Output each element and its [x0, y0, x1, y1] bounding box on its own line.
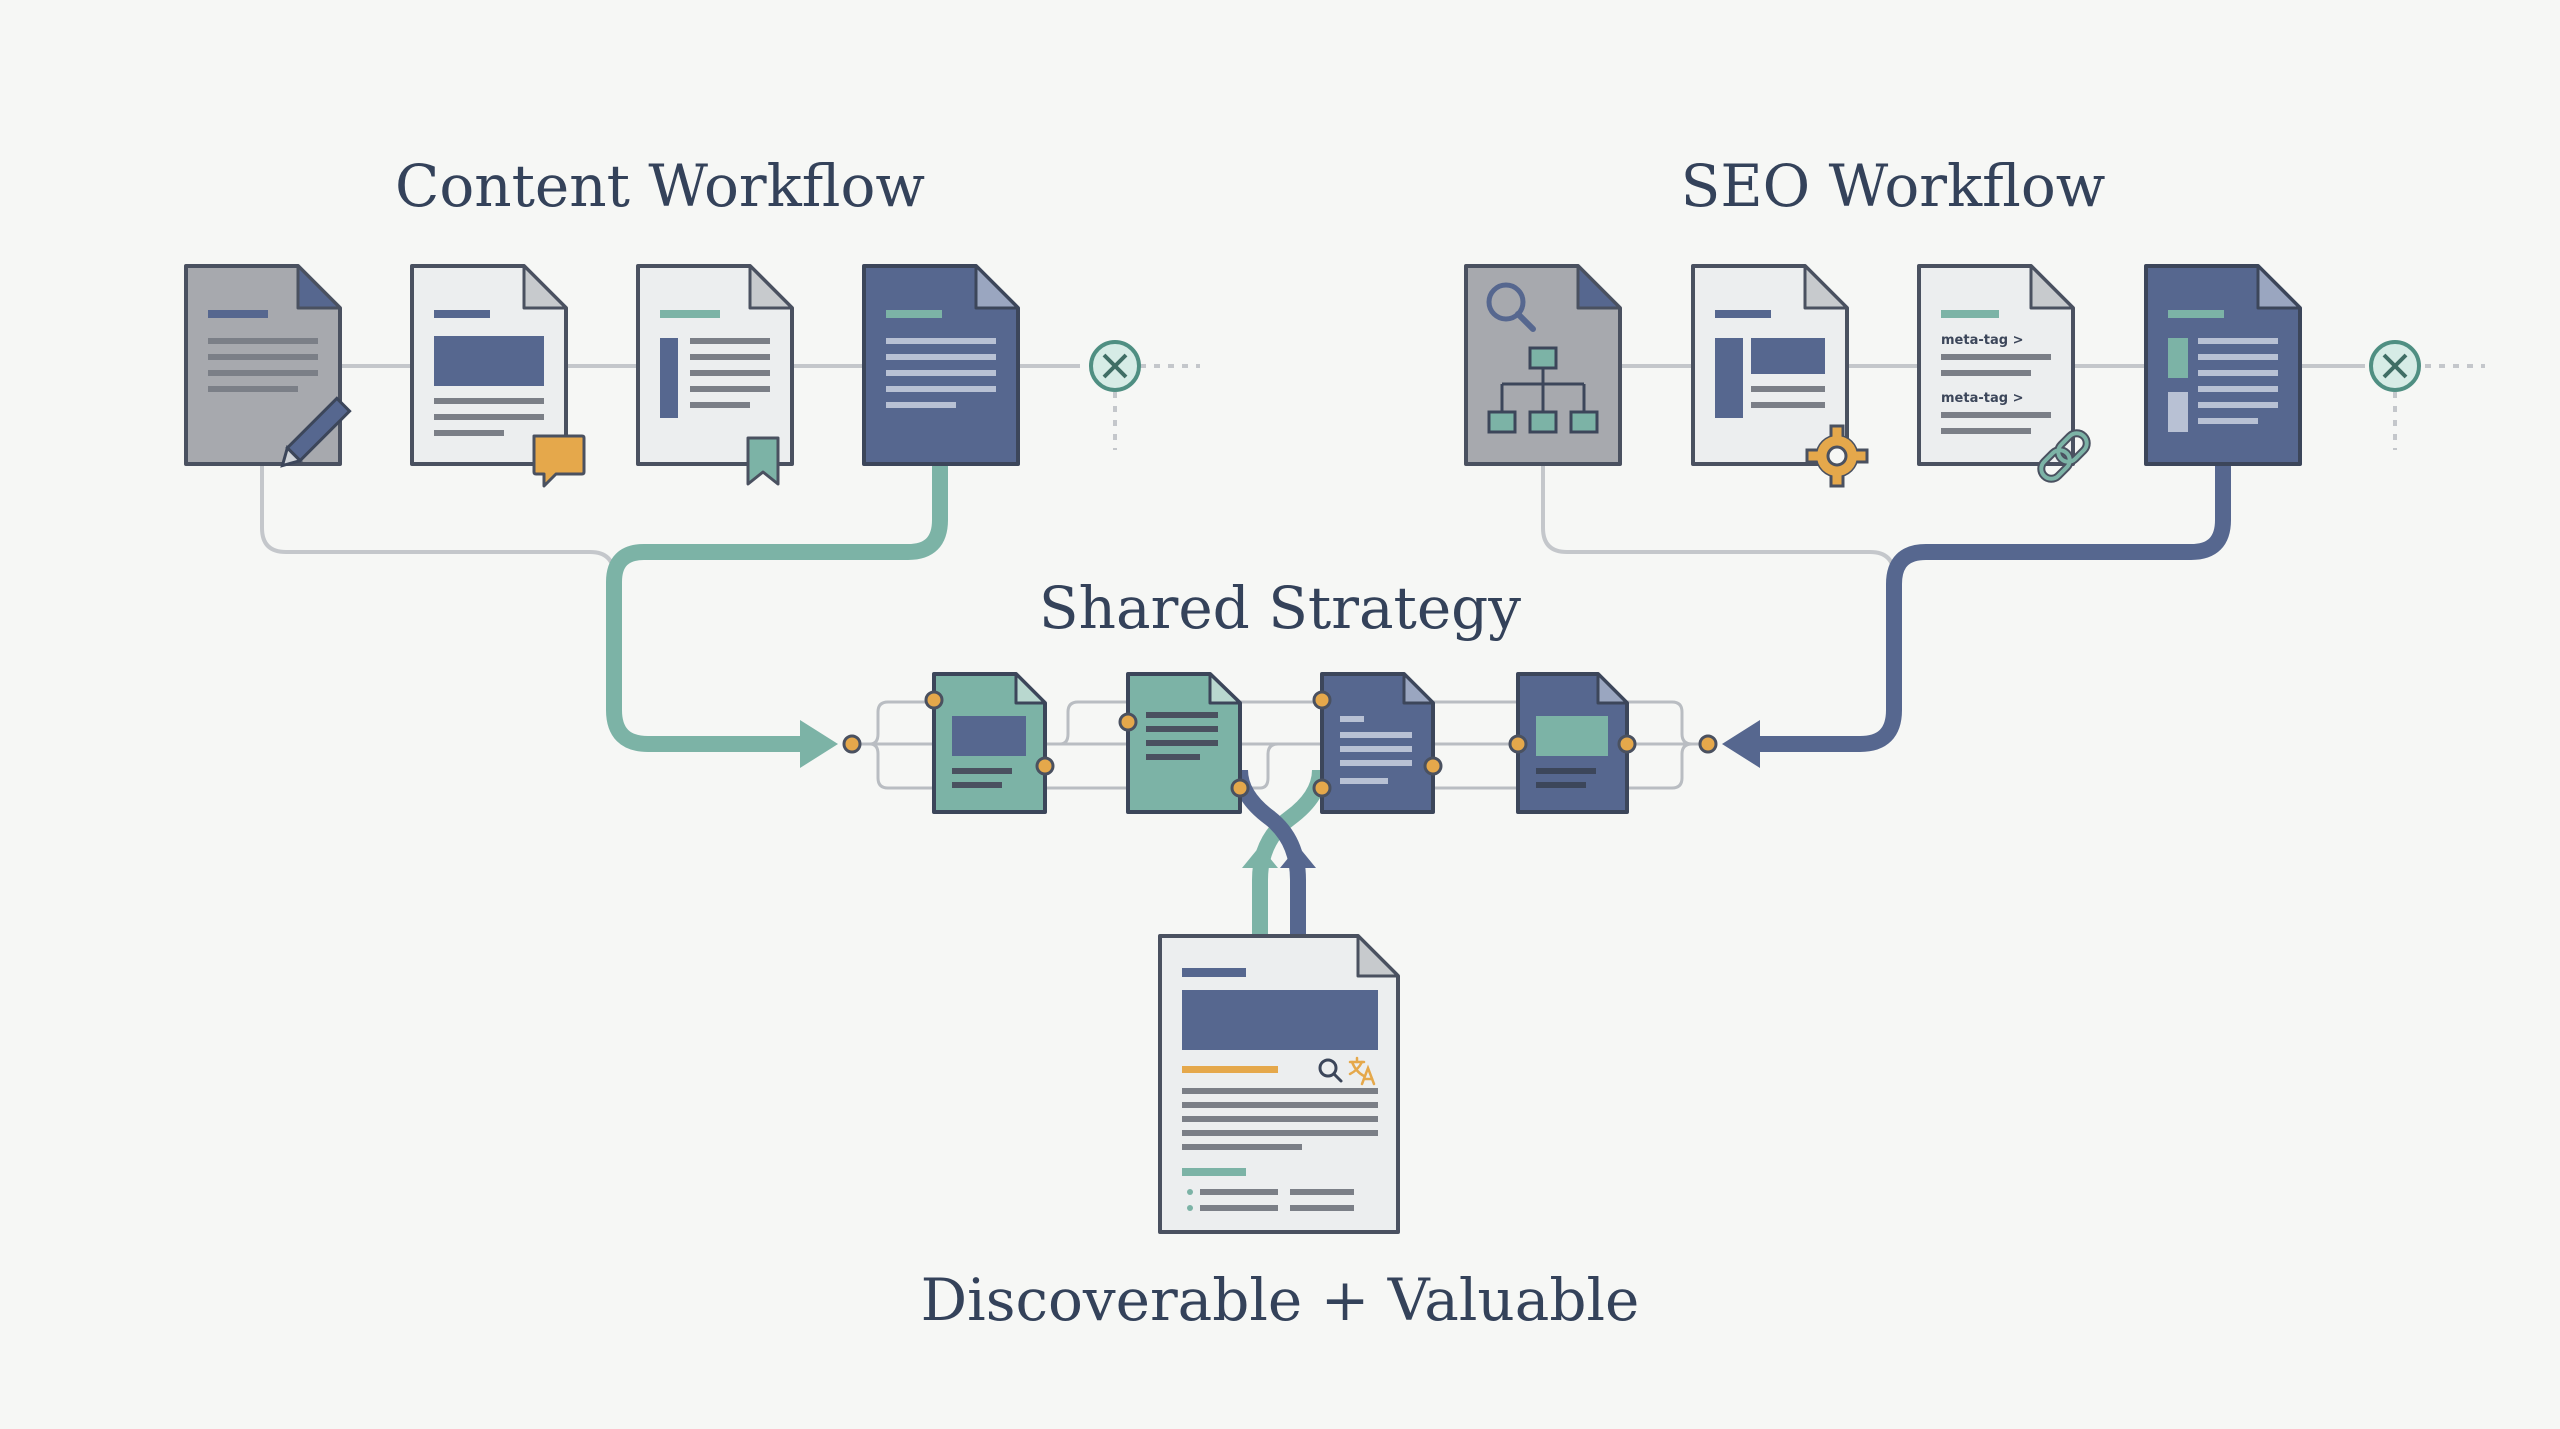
seo-to-shared-arrow: [1744, 458, 2231, 752]
shared-teal-doc-1: [932, 672, 1047, 814]
x-circle-icon: [2369, 340, 2421, 392]
magnifier-icon: [1486, 282, 1536, 332]
translate-icon: [1348, 1056, 1376, 1086]
gear-icon: [1805, 424, 1869, 488]
meta-tag-label-1: meta-tag >: [1941, 333, 2023, 348]
shared-connector-lines: [852, 700, 1708, 790]
content-layout-doc: [410, 264, 568, 466]
search-icon: [1318, 1058, 1343, 1083]
content-draft-doc: [184, 264, 342, 466]
shared-navy-doc-4: [1516, 672, 1629, 814]
content-final-doc: [862, 264, 1020, 466]
shared-strategy-title: Shared Strategy: [1039, 574, 1521, 642]
content-workflow-title: Content Workflow: [395, 152, 925, 220]
seo-meta-doc: meta-tag > meta-tag >: [1917, 264, 2075, 466]
sitemap-icon: [1487, 346, 1599, 434]
content-gray-connector: [260, 462, 616, 577]
result-doc: [1158, 934, 1400, 1234]
result-title: Discoverable + Valuable: [921, 1266, 1640, 1334]
bookmark-icon: [746, 436, 780, 486]
seo-final-doc: [2144, 264, 2302, 466]
content-to-shared-arrow: [606, 458, 948, 752]
shared-navy-doc-3: [1320, 672, 1435, 814]
result-to-shared-arrows: [1232, 769, 1328, 936]
speech-bubble-icon: [532, 434, 586, 488]
seo-arrowhead: [1722, 720, 1760, 768]
link-icon: [2037, 429, 2091, 483]
seo-workflow-title: SEO Workflow: [1681, 152, 2106, 220]
x-circle-icon: [1089, 340, 1141, 392]
meta-tag-label-2: meta-tag >: [1941, 391, 2023, 406]
content-outline-doc: [636, 264, 794, 466]
connector-nodes: [842, 690, 1718, 798]
pencil-icon: [280, 396, 352, 468]
content-arrowhead: [800, 720, 838, 768]
seo-structure-doc: [1691, 264, 1849, 466]
shared-teal-doc-2: [1126, 672, 1242, 814]
